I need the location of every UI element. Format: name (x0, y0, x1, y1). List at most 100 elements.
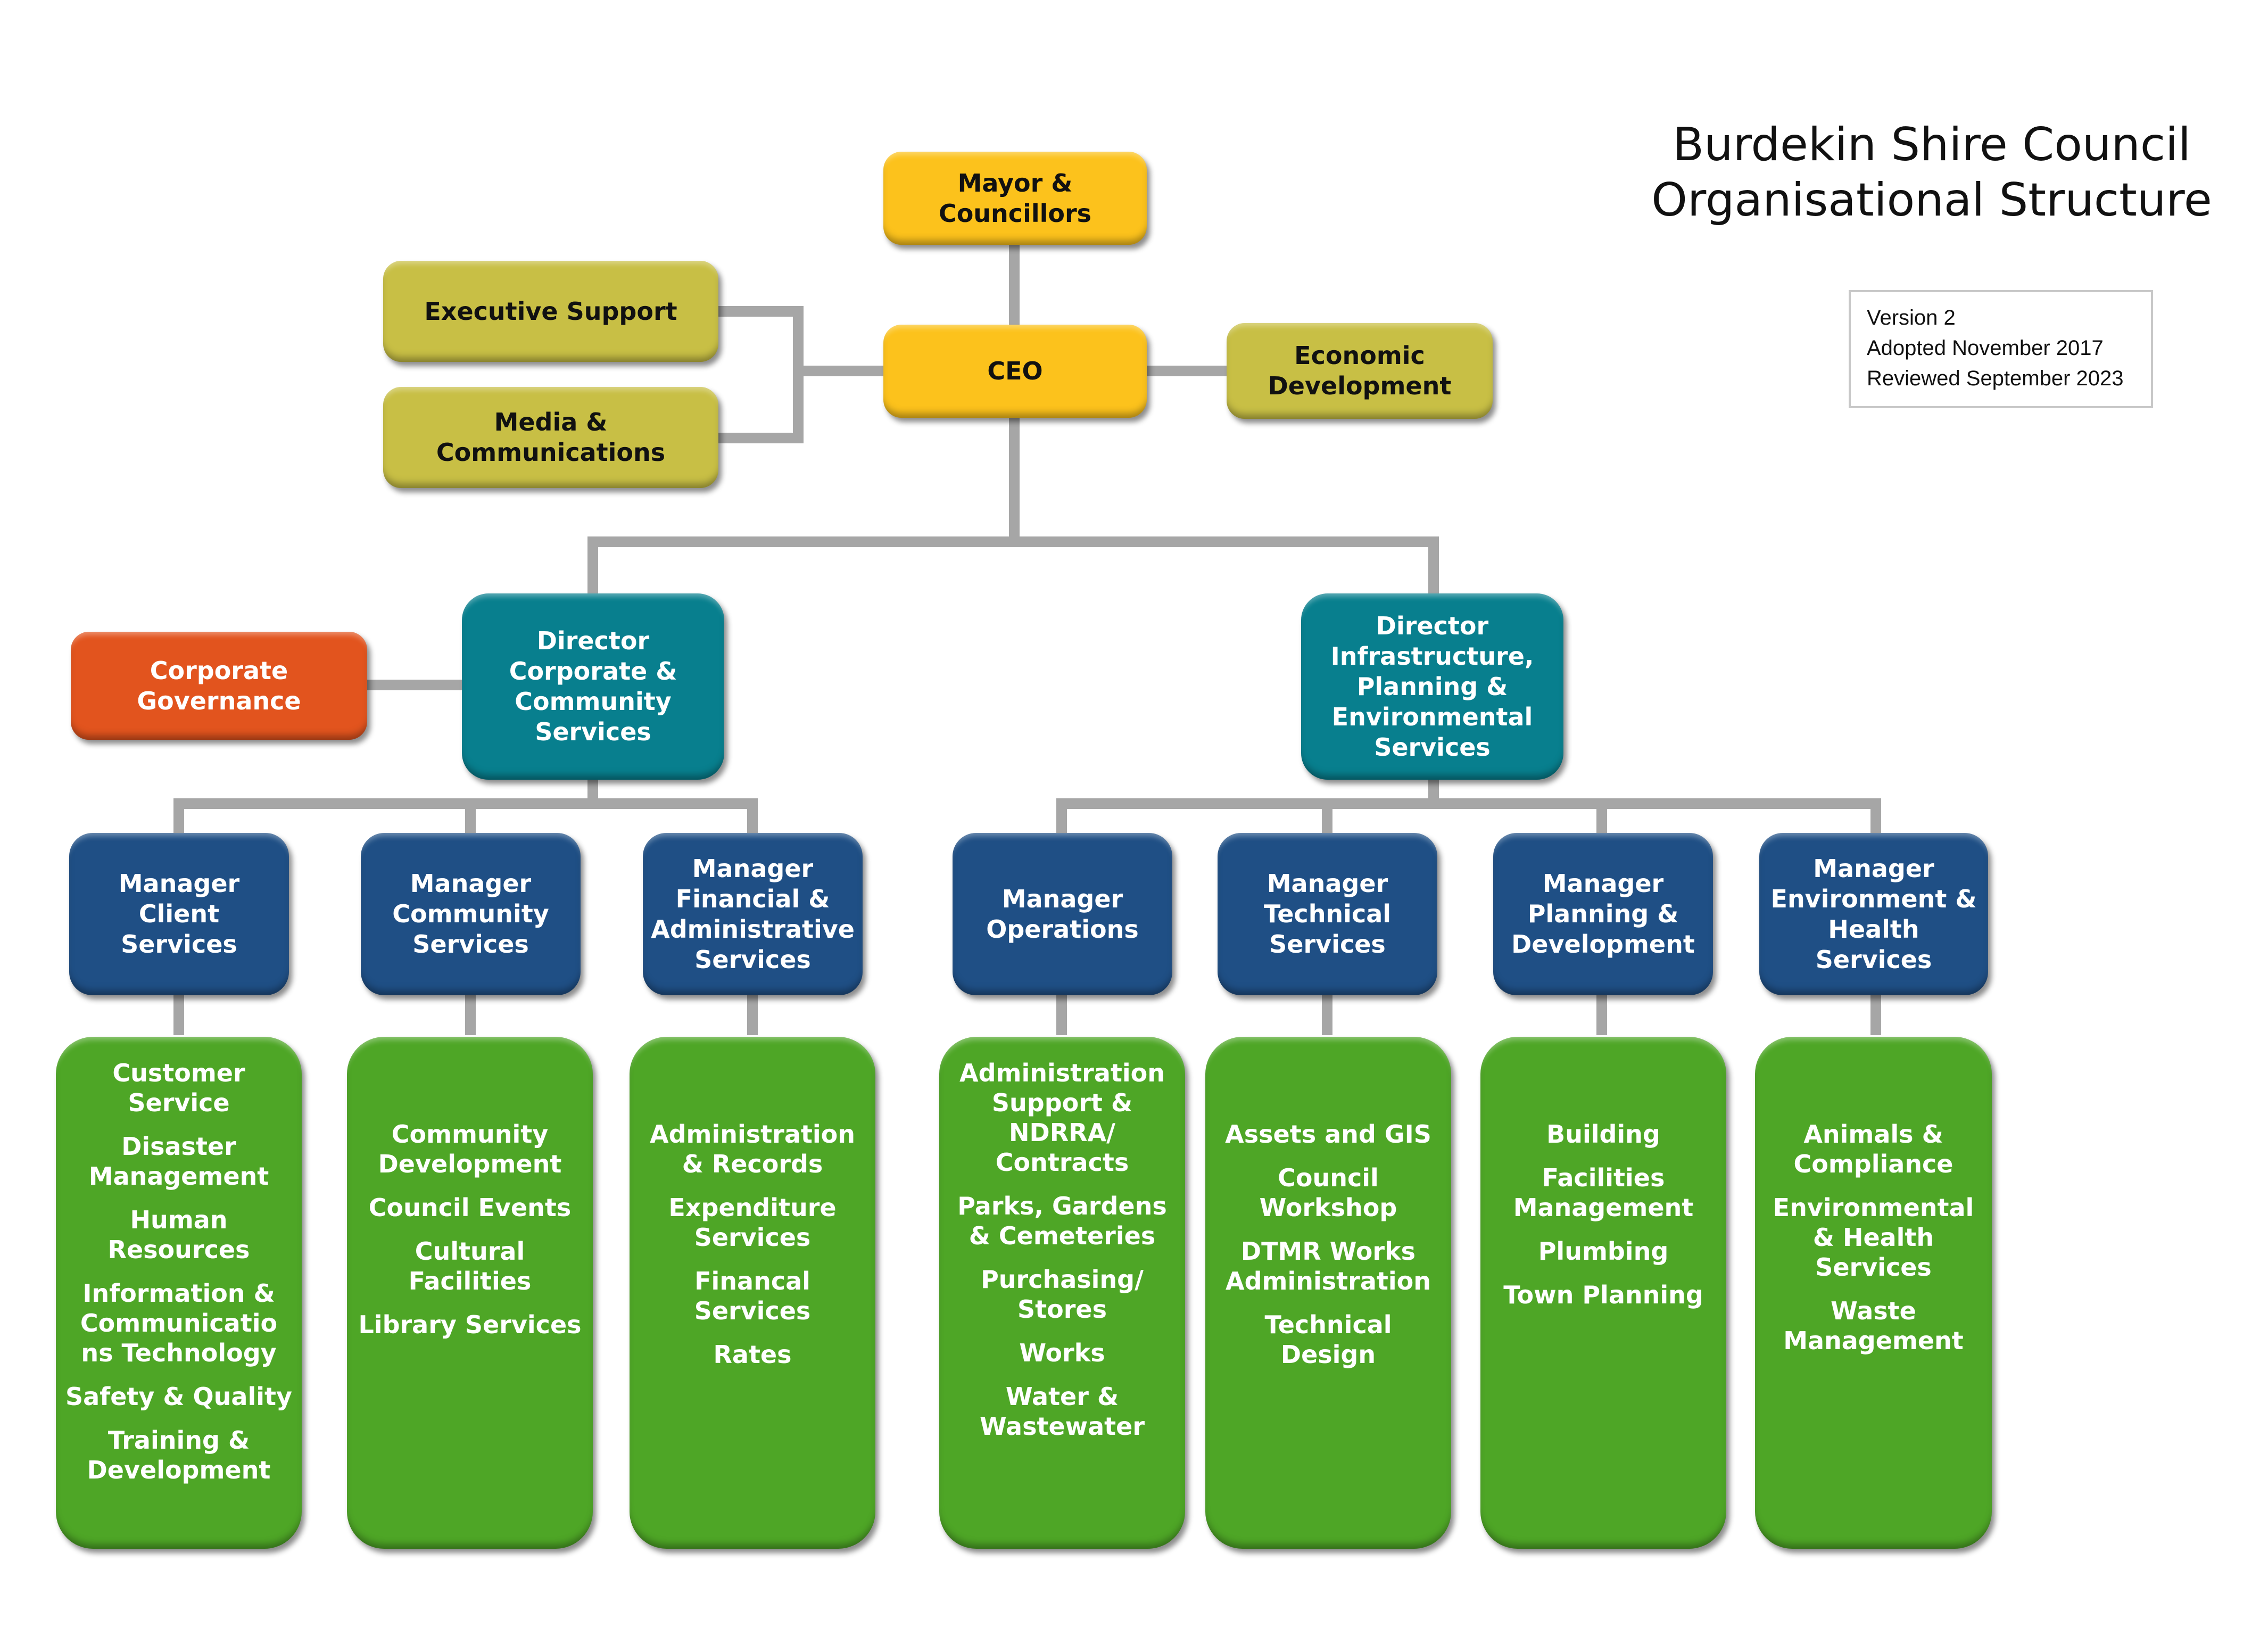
team-item: Parks, Gardens & Cemeteries (957, 1192, 1167, 1250)
team-item: Plumbing (1538, 1237, 1669, 1266)
team-item: Information & Communicatio ns Technology (80, 1279, 278, 1367)
adopted-date: Adopted November 2017 (1867, 336, 2104, 360)
manager-label: Manager Financial & Administrative Servi… (651, 854, 855, 974)
title-line-1: Burdekin Shire Council (1673, 118, 2191, 171)
connector-team-7 (1870, 993, 1881, 1035)
ceo-label: CEO (987, 357, 1043, 385)
team-item: Cultural Facilities (408, 1237, 532, 1295)
connector-mgr-4 (1056, 798, 1067, 835)
connector-mgr-5 (1322, 798, 1332, 835)
manager-label: Manager Operations (986, 884, 1139, 944)
connector-mgr-6 (1596, 798, 1607, 835)
manager-box[interactable]: Manager Operations (953, 833, 1172, 995)
reviewed-date: Reviewed September 2023 (1867, 367, 2124, 390)
manager-box[interactable]: Manager Technical Services (1218, 833, 1437, 995)
economic-development-label: Economic Development (1268, 341, 1452, 400)
connector-governance (367, 680, 463, 690)
team-item: Town Planning (1503, 1281, 1703, 1309)
director-box[interactable]: Director Corporate & Community Services (462, 593, 724, 780)
manager-label: Manager Client Services (118, 869, 240, 959)
manager-label: Manager Community Services (392, 869, 549, 959)
media-communications-box[interactable]: Media & Communications (383, 387, 718, 488)
team-item: Financal Services (694, 1267, 811, 1325)
team-item: Works (1019, 1339, 1105, 1367)
team-item: Training & Development (87, 1426, 271, 1484)
connector-team-5 (1322, 993, 1332, 1035)
connector-team-6 (1596, 993, 1607, 1035)
manager-box[interactable]: Manager Community Services (361, 833, 581, 995)
team-item: Community Development (378, 1120, 562, 1178)
connector-mayor-ceo (1009, 245, 1020, 325)
director-box[interactable]: Director Infrastructure, Planning & Envi… (1301, 593, 1563, 780)
team-item: Administration Support & NDRRA/ Contract… (959, 1059, 1165, 1177)
team-item: Technical Design (1264, 1310, 1392, 1369)
team-item: Administration & Records (650, 1120, 855, 1178)
team-item: Purchasing/ Stores (981, 1265, 1144, 1324)
team-item: Environmental & Health Services (1773, 1193, 1974, 1282)
team-item: Safety & Quality (65, 1382, 292, 1411)
chart-title: Burdekin Shire Council Organisational St… (1639, 117, 2224, 228)
manager-box[interactable]: Manager Financial & Administrative Servi… (643, 833, 863, 995)
connector-director-2 (1428, 536, 1439, 595)
team-item: Assets and GIS (1225, 1120, 1431, 1149)
connector-mgr-3 (747, 798, 758, 835)
team-item: Building (1546, 1120, 1660, 1149)
connector-support-vertical (793, 306, 804, 443)
connector-director2-horizontal (1056, 798, 1881, 809)
connector-ceo-support (798, 366, 886, 376)
executive-support-label: Executive Support (424, 296, 677, 326)
connector-exec-support (718, 306, 804, 317)
team-item: Rates (713, 1340, 792, 1369)
team-item: Customer Service (112, 1059, 245, 1117)
team-item: Expenditure Services (668, 1193, 837, 1252)
manager-box[interactable]: Manager Environment & Health Services (1759, 833, 1988, 995)
economic-development-box[interactable]: Economic Development (1227, 323, 1493, 419)
connector-team-4 (1056, 993, 1067, 1035)
connector-mgr-2 (465, 798, 476, 835)
title-line-2: Organisational Structure (1651, 174, 2212, 227)
team-item: DTMR Works Administration (1226, 1237, 1431, 1295)
corporate-governance-label: Corporate Governance (137, 656, 301, 715)
manager-label: Manager Environment & Health Services (1770, 854, 1977, 974)
corporate-governance-box[interactable]: Corporate Governance (71, 632, 367, 740)
connector-director2-down (1428, 777, 1439, 804)
team-item: Waste Management (1783, 1296, 1964, 1355)
manager-label: Manager Technical Services (1263, 869, 1392, 959)
team-item: Facilities Management (1513, 1163, 1694, 1222)
connector-directors-horizontal (587, 536, 1439, 547)
manager-box[interactable]: Manager Planning & Development (1493, 833, 1713, 995)
mayor-councillors-label: Mayor & Councillors (938, 168, 1092, 228)
ceo-box[interactable]: CEO (883, 325, 1147, 418)
connector-ceo-directors (1009, 418, 1020, 541)
connector-team-3 (747, 993, 758, 1035)
connector-director1-down (587, 777, 598, 804)
manager-box[interactable]: Manager Client Services (69, 833, 289, 995)
team-item: Water & Wastewater (979, 1382, 1145, 1441)
team-item: Animals & Compliance (1793, 1120, 1954, 1178)
connector-mgr-7 (1870, 798, 1881, 835)
team-box: Administration Support & NDRRA/ Contract… (939, 1037, 1185, 1549)
version-info-box: Version 2 Adopted November 2017 Reviewed… (1849, 290, 2153, 408)
team-item: Council Workshop (1259, 1163, 1397, 1222)
mayor-councillors-box[interactable]: Mayor & Councillors (883, 152, 1147, 245)
connector-ceo-economic (1147, 366, 1227, 376)
director-label: Director Corporate & Community Services (509, 626, 677, 746)
connector-team-2 (465, 993, 476, 1035)
executive-support-box[interactable]: Executive Support (383, 261, 718, 362)
team-item: Human Resources (107, 1205, 250, 1264)
manager-label: Manager Planning & Development (1511, 869, 1695, 959)
team-item: Library Services (358, 1310, 582, 1339)
version-label: Version 2 (1867, 306, 1956, 329)
connector-media (718, 433, 804, 443)
director-label: Director Infrastructure, Planning & Envi… (1330, 611, 1534, 762)
connector-director-1 (587, 536, 598, 595)
team-item: Council Events (368, 1193, 572, 1222)
team-item: Disaster Management (88, 1132, 269, 1191)
connector-mgr-1 (173, 798, 184, 835)
